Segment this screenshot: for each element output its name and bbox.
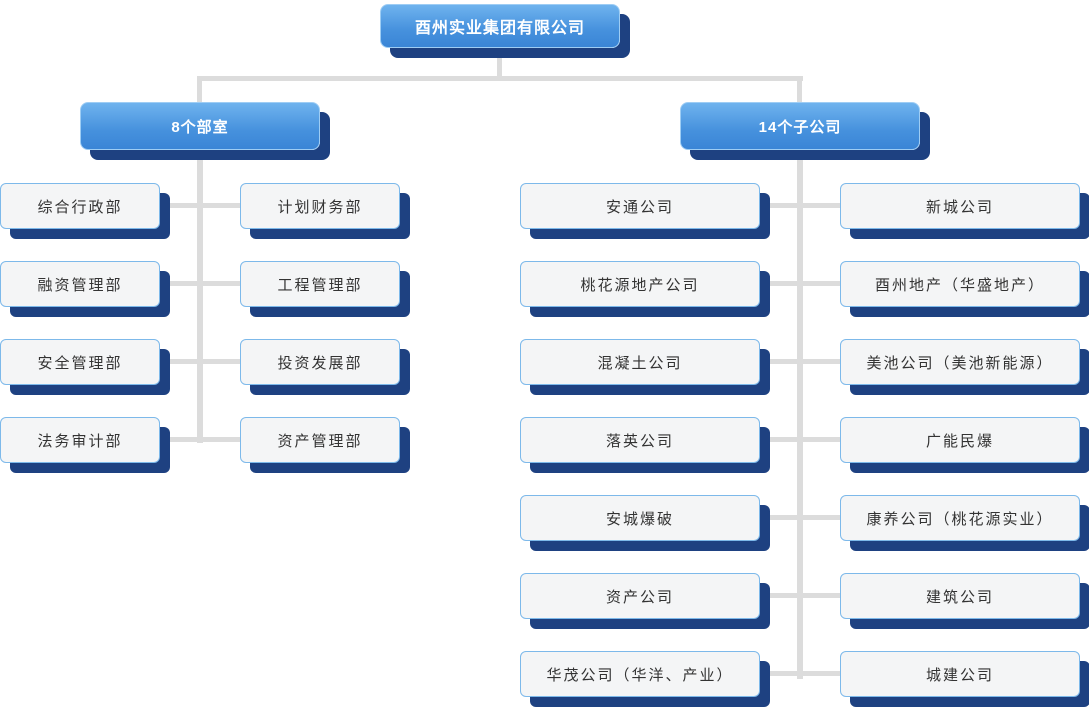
subsidiary-node: 华茂公司（华洋、产业） xyxy=(520,651,760,697)
node-root: 酉州实业集团有限公司 xyxy=(380,4,620,48)
connector-sub-row-7 xyxy=(760,671,840,676)
connector-dept-row-2 xyxy=(160,281,240,286)
subsidiary-node: 新城公司 xyxy=(840,183,1080,229)
dept-node: 综合行政部 xyxy=(0,183,160,229)
connector-dept-row-3 xyxy=(160,359,240,364)
connector-dept-row-4 xyxy=(160,437,240,442)
subsidiary-node: 资产公司 xyxy=(520,573,760,619)
subsidiary-node: 混凝土公司 xyxy=(520,339,760,385)
subsidiary-node: 落英公司 xyxy=(520,417,760,463)
dept-node: 融资管理部 xyxy=(0,261,160,307)
subsidiary-node: 城建公司 xyxy=(840,651,1080,697)
dept-node: 安全管理部 xyxy=(0,339,160,385)
subsidiary-node: 安通公司 xyxy=(520,183,760,229)
subsidiary-node: 酉州地产（华盛地产） xyxy=(840,261,1080,307)
connector-root-horizontal xyxy=(197,76,803,81)
subsidiary-node: 美池公司（美池新能源） xyxy=(840,339,1080,385)
connector-root-vertical xyxy=(497,48,502,76)
connector-sub-row-5 xyxy=(760,515,840,520)
connector-dept-row-1 xyxy=(160,203,240,208)
connector-sub-row-1 xyxy=(760,203,840,208)
connector-sub-row-2 xyxy=(760,281,840,286)
connector-sub-row-6 xyxy=(760,593,840,598)
dept-node: 资产管理部 xyxy=(240,417,400,463)
dept-node: 工程管理部 xyxy=(240,261,400,307)
dept-node: 法务审计部 xyxy=(0,417,160,463)
subsidiary-node: 建筑公司 xyxy=(840,573,1080,619)
subsidiary-node: 桃花源地产公司 xyxy=(520,261,760,307)
dept-node: 计划财务部 xyxy=(240,183,400,229)
connector-left-trunk xyxy=(197,150,203,443)
connector-sub-row-4 xyxy=(760,437,840,442)
subsidiary-node: 安城爆破 xyxy=(520,495,760,541)
connector-branch-right-drop xyxy=(797,76,802,103)
connector-right-trunk xyxy=(797,150,803,679)
subsidiary-node: 广能民爆 xyxy=(840,417,1080,463)
connector-branch-left-drop xyxy=(197,76,202,103)
dept-node: 投资发展部 xyxy=(240,339,400,385)
node-departments-group: 8个部室 xyxy=(80,102,320,150)
node-subsidiaries-group: 14个子公司 xyxy=(680,102,920,150)
subsidiary-node: 康养公司（桃花源实业） xyxy=(840,495,1080,541)
connector-sub-row-3 xyxy=(760,359,840,364)
